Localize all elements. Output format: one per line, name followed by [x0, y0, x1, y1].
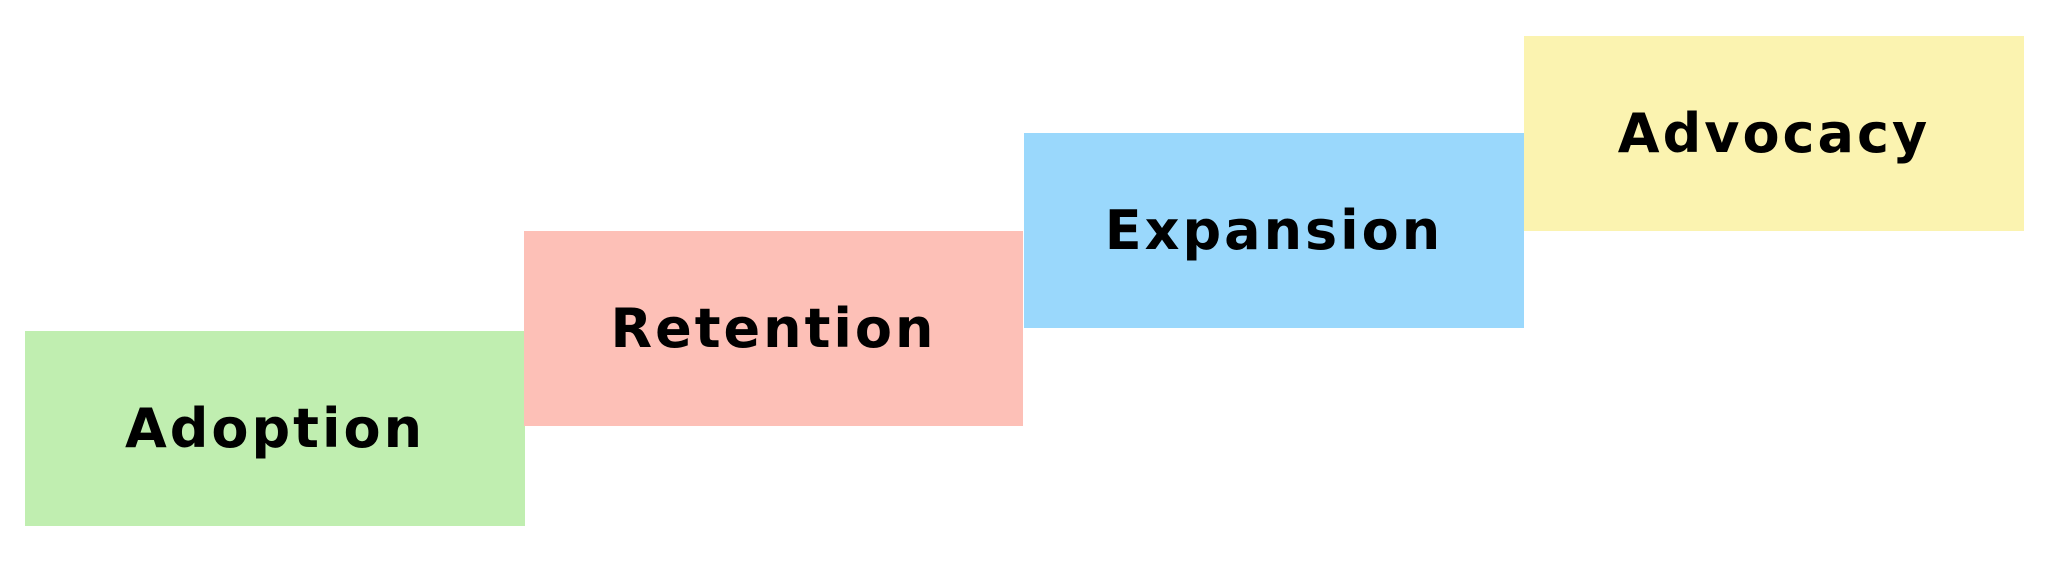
stage-label-advocacy: Advocacy: [1617, 101, 1931, 165]
stage-label-retention: Retention: [610, 296, 937, 360]
stage-label-adoption: Adoption: [124, 396, 426, 460]
stage-retention: Retention: [524, 231, 1023, 426]
stage-label-expansion: Expansion: [1104, 198, 1444, 262]
stage-adoption: Adoption: [25, 331, 525, 526]
stage-advocacy: Advocacy: [1524, 36, 2024, 231]
stage-expansion: Expansion: [1024, 133, 1524, 328]
